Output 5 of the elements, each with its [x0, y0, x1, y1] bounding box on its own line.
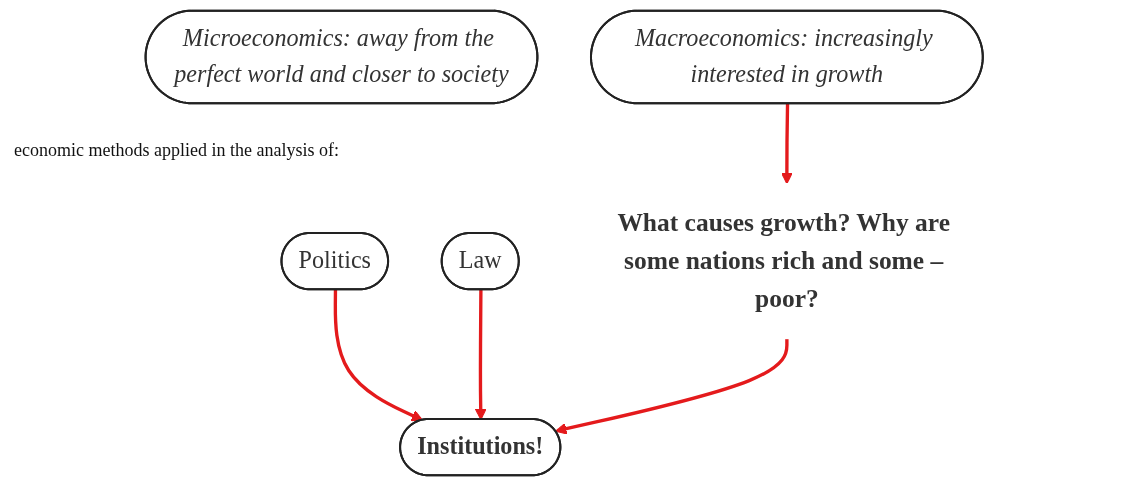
arrow [781, 103, 793, 185]
node-text: What causes growth? Why are some nations rich and some – poor? [617, 207, 950, 313]
arrow [333, 289, 424, 422]
arrow [555, 338, 789, 435]
note-text: economic methods applied in the analysis of: [14, 140, 339, 161]
